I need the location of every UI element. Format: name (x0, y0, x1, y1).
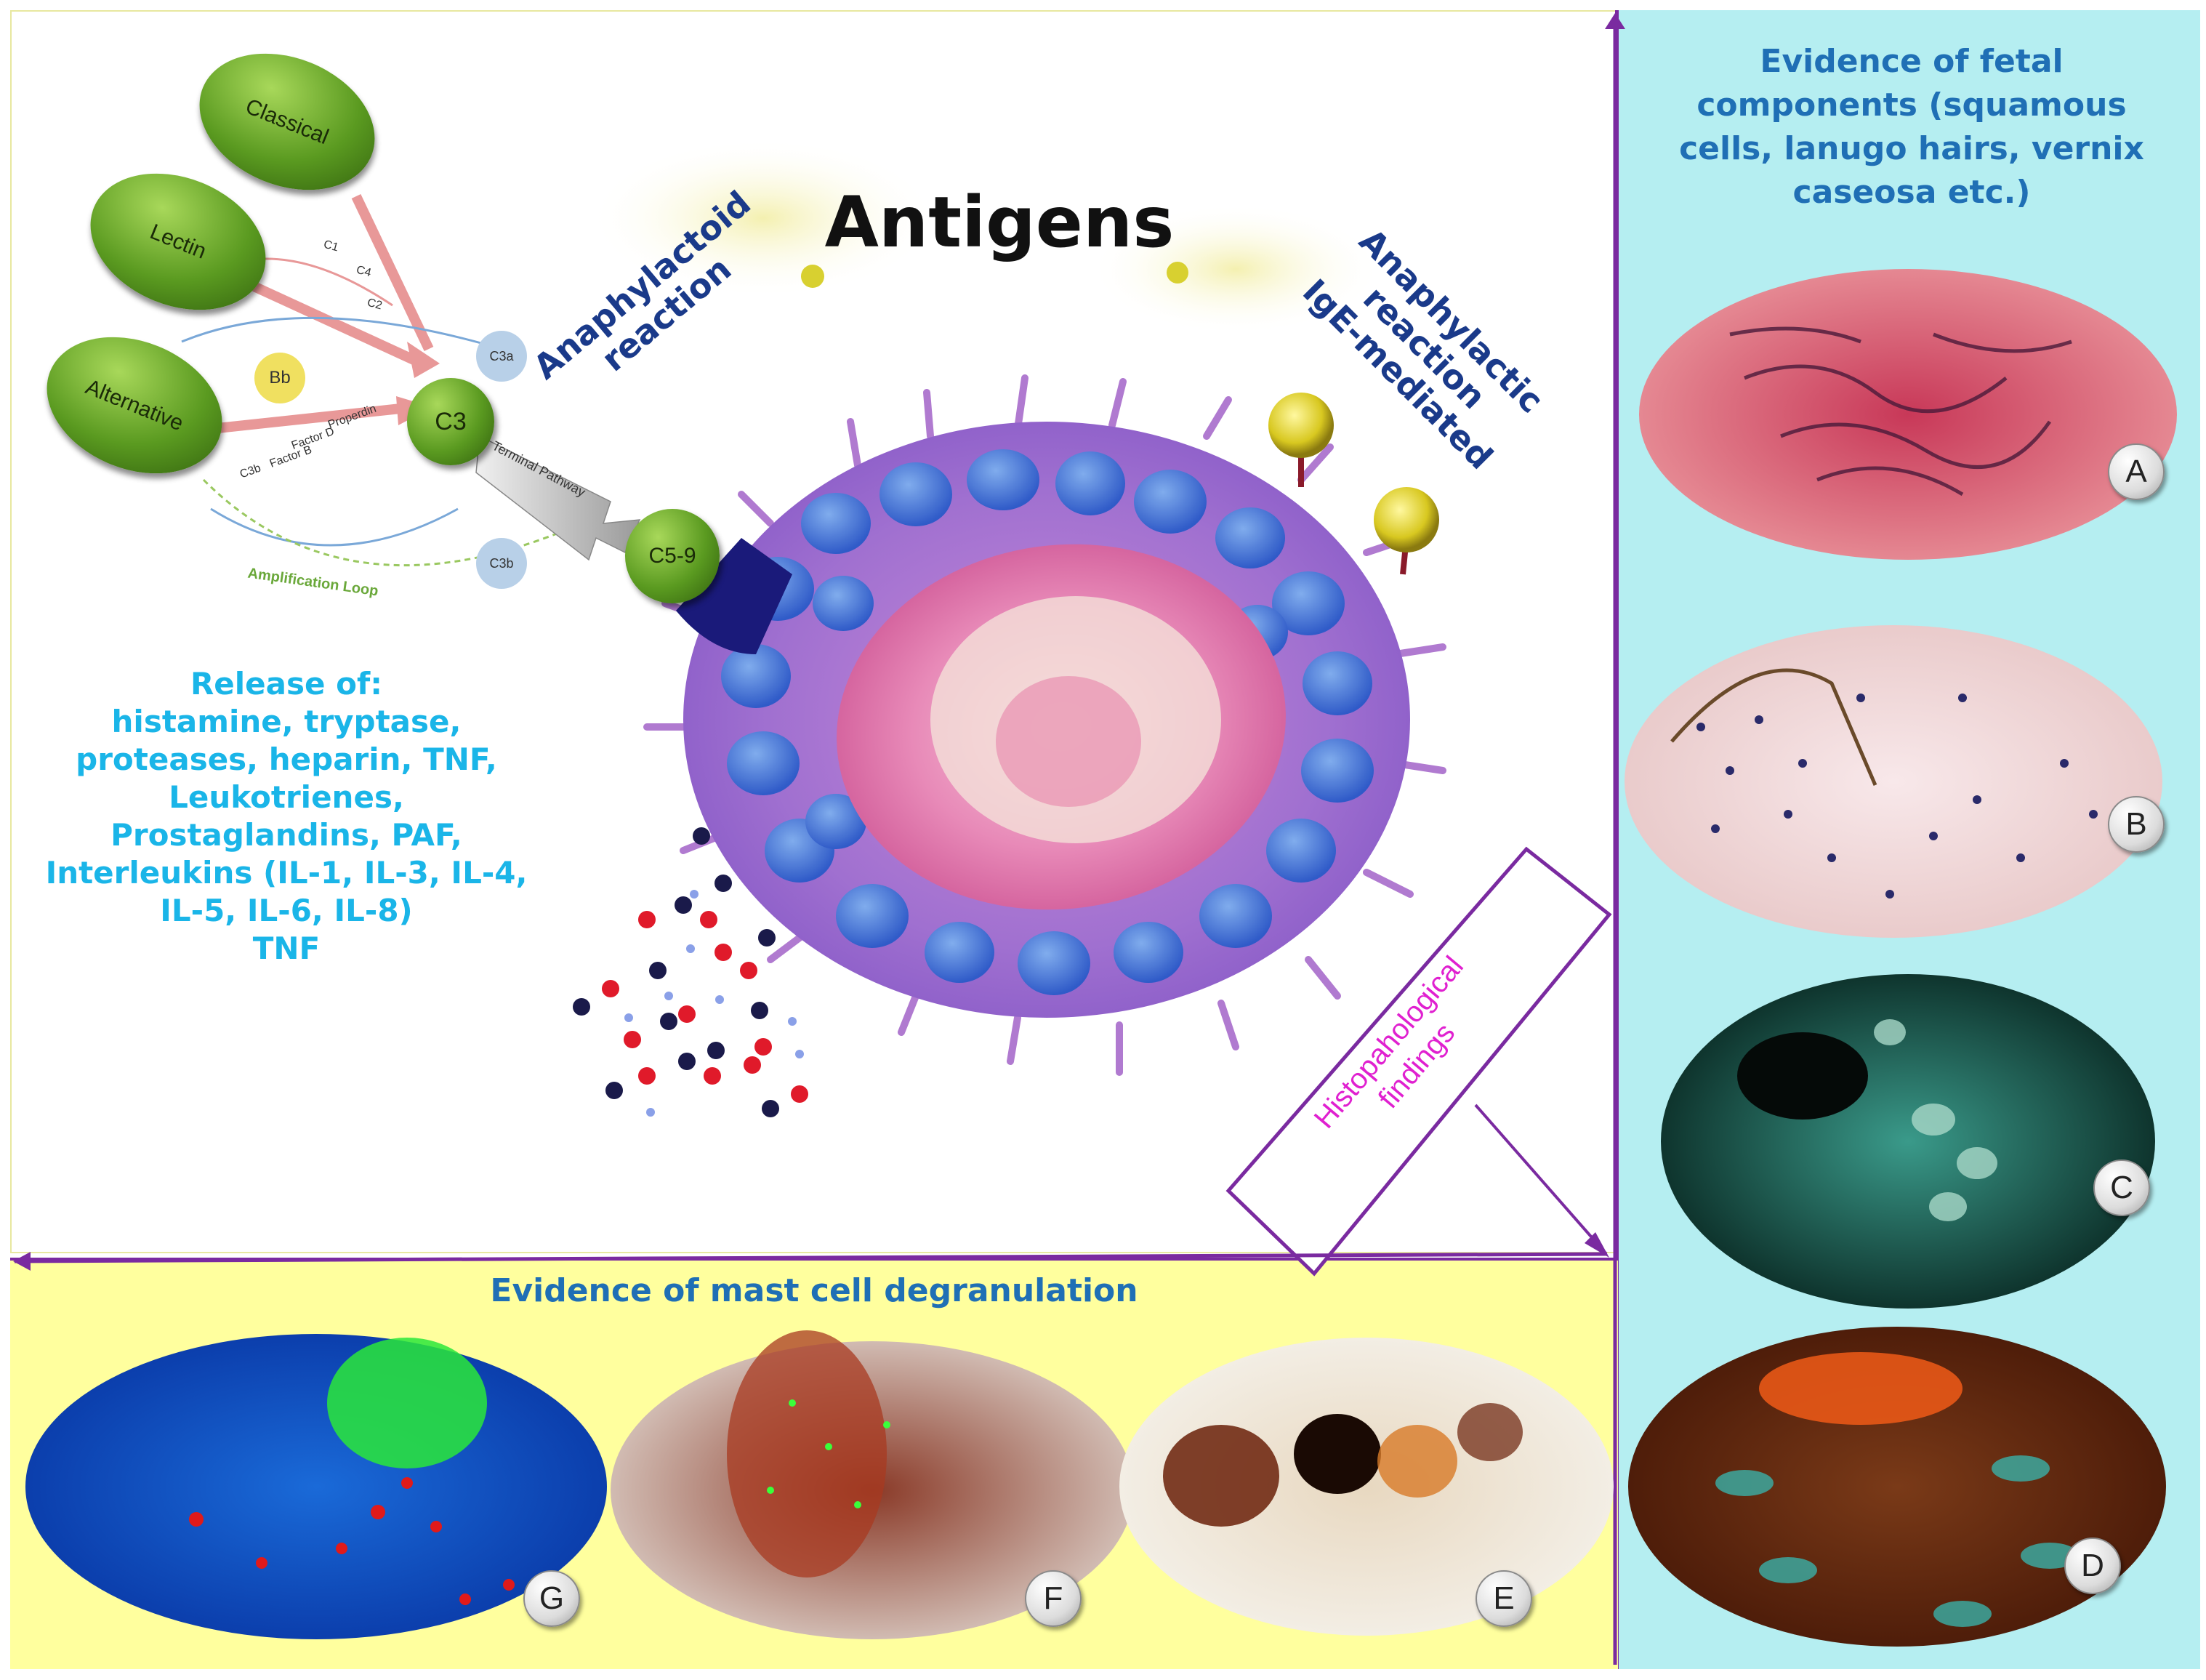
degranulation-image-f (611, 1330, 1134, 1639)
panel-label-g: G (523, 1570, 580, 1627)
alternative-label: Alternative (82, 374, 188, 435)
ige-antigen-complex (1268, 393, 1439, 575)
released-granules (573, 827, 808, 1117)
fetal-title: Evidence of fetal components (squamous c… (1628, 40, 2195, 214)
fetal-title-line: cells, lanugo hairs, vernix (1679, 130, 2144, 167)
release-line: Prostaglandins, PAF, (110, 817, 462, 853)
panel-label-d: D (2064, 1538, 2121, 1594)
complement-receptor (676, 538, 792, 654)
histopathological-box (1225, 846, 1612, 1277)
c3-label: C3 (435, 407, 467, 435)
release-line: histamine, tryptase, (111, 704, 462, 739)
c3b-node-label: C3b (489, 555, 514, 571)
panel-label-b: B (2108, 796, 2165, 853)
fetal-title-line: Evidence of fetal (1760, 43, 2064, 80)
complement-arrows (181, 193, 641, 567)
degranulation-title: Evidence of mast cell degranulation (490, 1272, 1138, 1309)
fetal-title-line: caseosa etc.) (1792, 174, 2031, 211)
c5-9-node: C5-9 (625, 509, 720, 603)
fetal-title-line: components (squamous (1696, 87, 2127, 124)
lectin-label: Lectin (146, 219, 210, 264)
fetal-image-a (1639, 269, 2177, 560)
panel-label-a: A (2108, 443, 2165, 500)
release-line: Leukotrienes, (169, 779, 404, 815)
horizontal-divider-arrow (14, 1252, 1607, 1263)
c3a-label: C3a (489, 348, 514, 363)
c3b-node: C3b (476, 538, 527, 589)
release-line: Interleukins (IL-1, IL-3, IL-4, (45, 855, 528, 891)
fetal-image-b (1625, 625, 2162, 938)
degranulation-image-g (25, 1334, 607, 1639)
arrow-head-left (13, 1252, 31, 1271)
bb-node: Bb (254, 353, 305, 403)
release-line: TNF (252, 931, 321, 966)
c3a-node: C3a (476, 331, 527, 382)
antigen-dot (1167, 262, 1188, 284)
c5-9-label: C5-9 (648, 544, 696, 568)
panel-label-c: C (2093, 1159, 2150, 1216)
fetal-image-c (1661, 974, 2155, 1309)
classical-label: Classical (242, 94, 333, 149)
bb-label: Bb (269, 368, 291, 387)
release-line: proteases, heparin, TNF, (76, 741, 497, 777)
panel-label-e: E (1476, 1570, 1532, 1627)
antigens-title: Antigens (824, 182, 1175, 263)
antigen-dot (801, 265, 824, 288)
antigen-blob-left (589, 138, 938, 298)
fetal-image-d (1628, 1327, 2166, 1647)
antigen-blob-right (1090, 204, 1381, 334)
degranulation-image-e (1119, 1338, 1614, 1636)
release-line: Release of: (190, 666, 383, 702)
release-text: Release of: histamine, tryptase, proteas… (10, 665, 563, 968)
panel-label-f: F (1025, 1570, 1082, 1627)
release-line: IL-5, IL-6, IL-8) (160, 893, 413, 928)
arrow-head-top (1605, 13, 1625, 29)
c3-node: C3 (407, 378, 494, 465)
mast-cell (643, 374, 1446, 1076)
